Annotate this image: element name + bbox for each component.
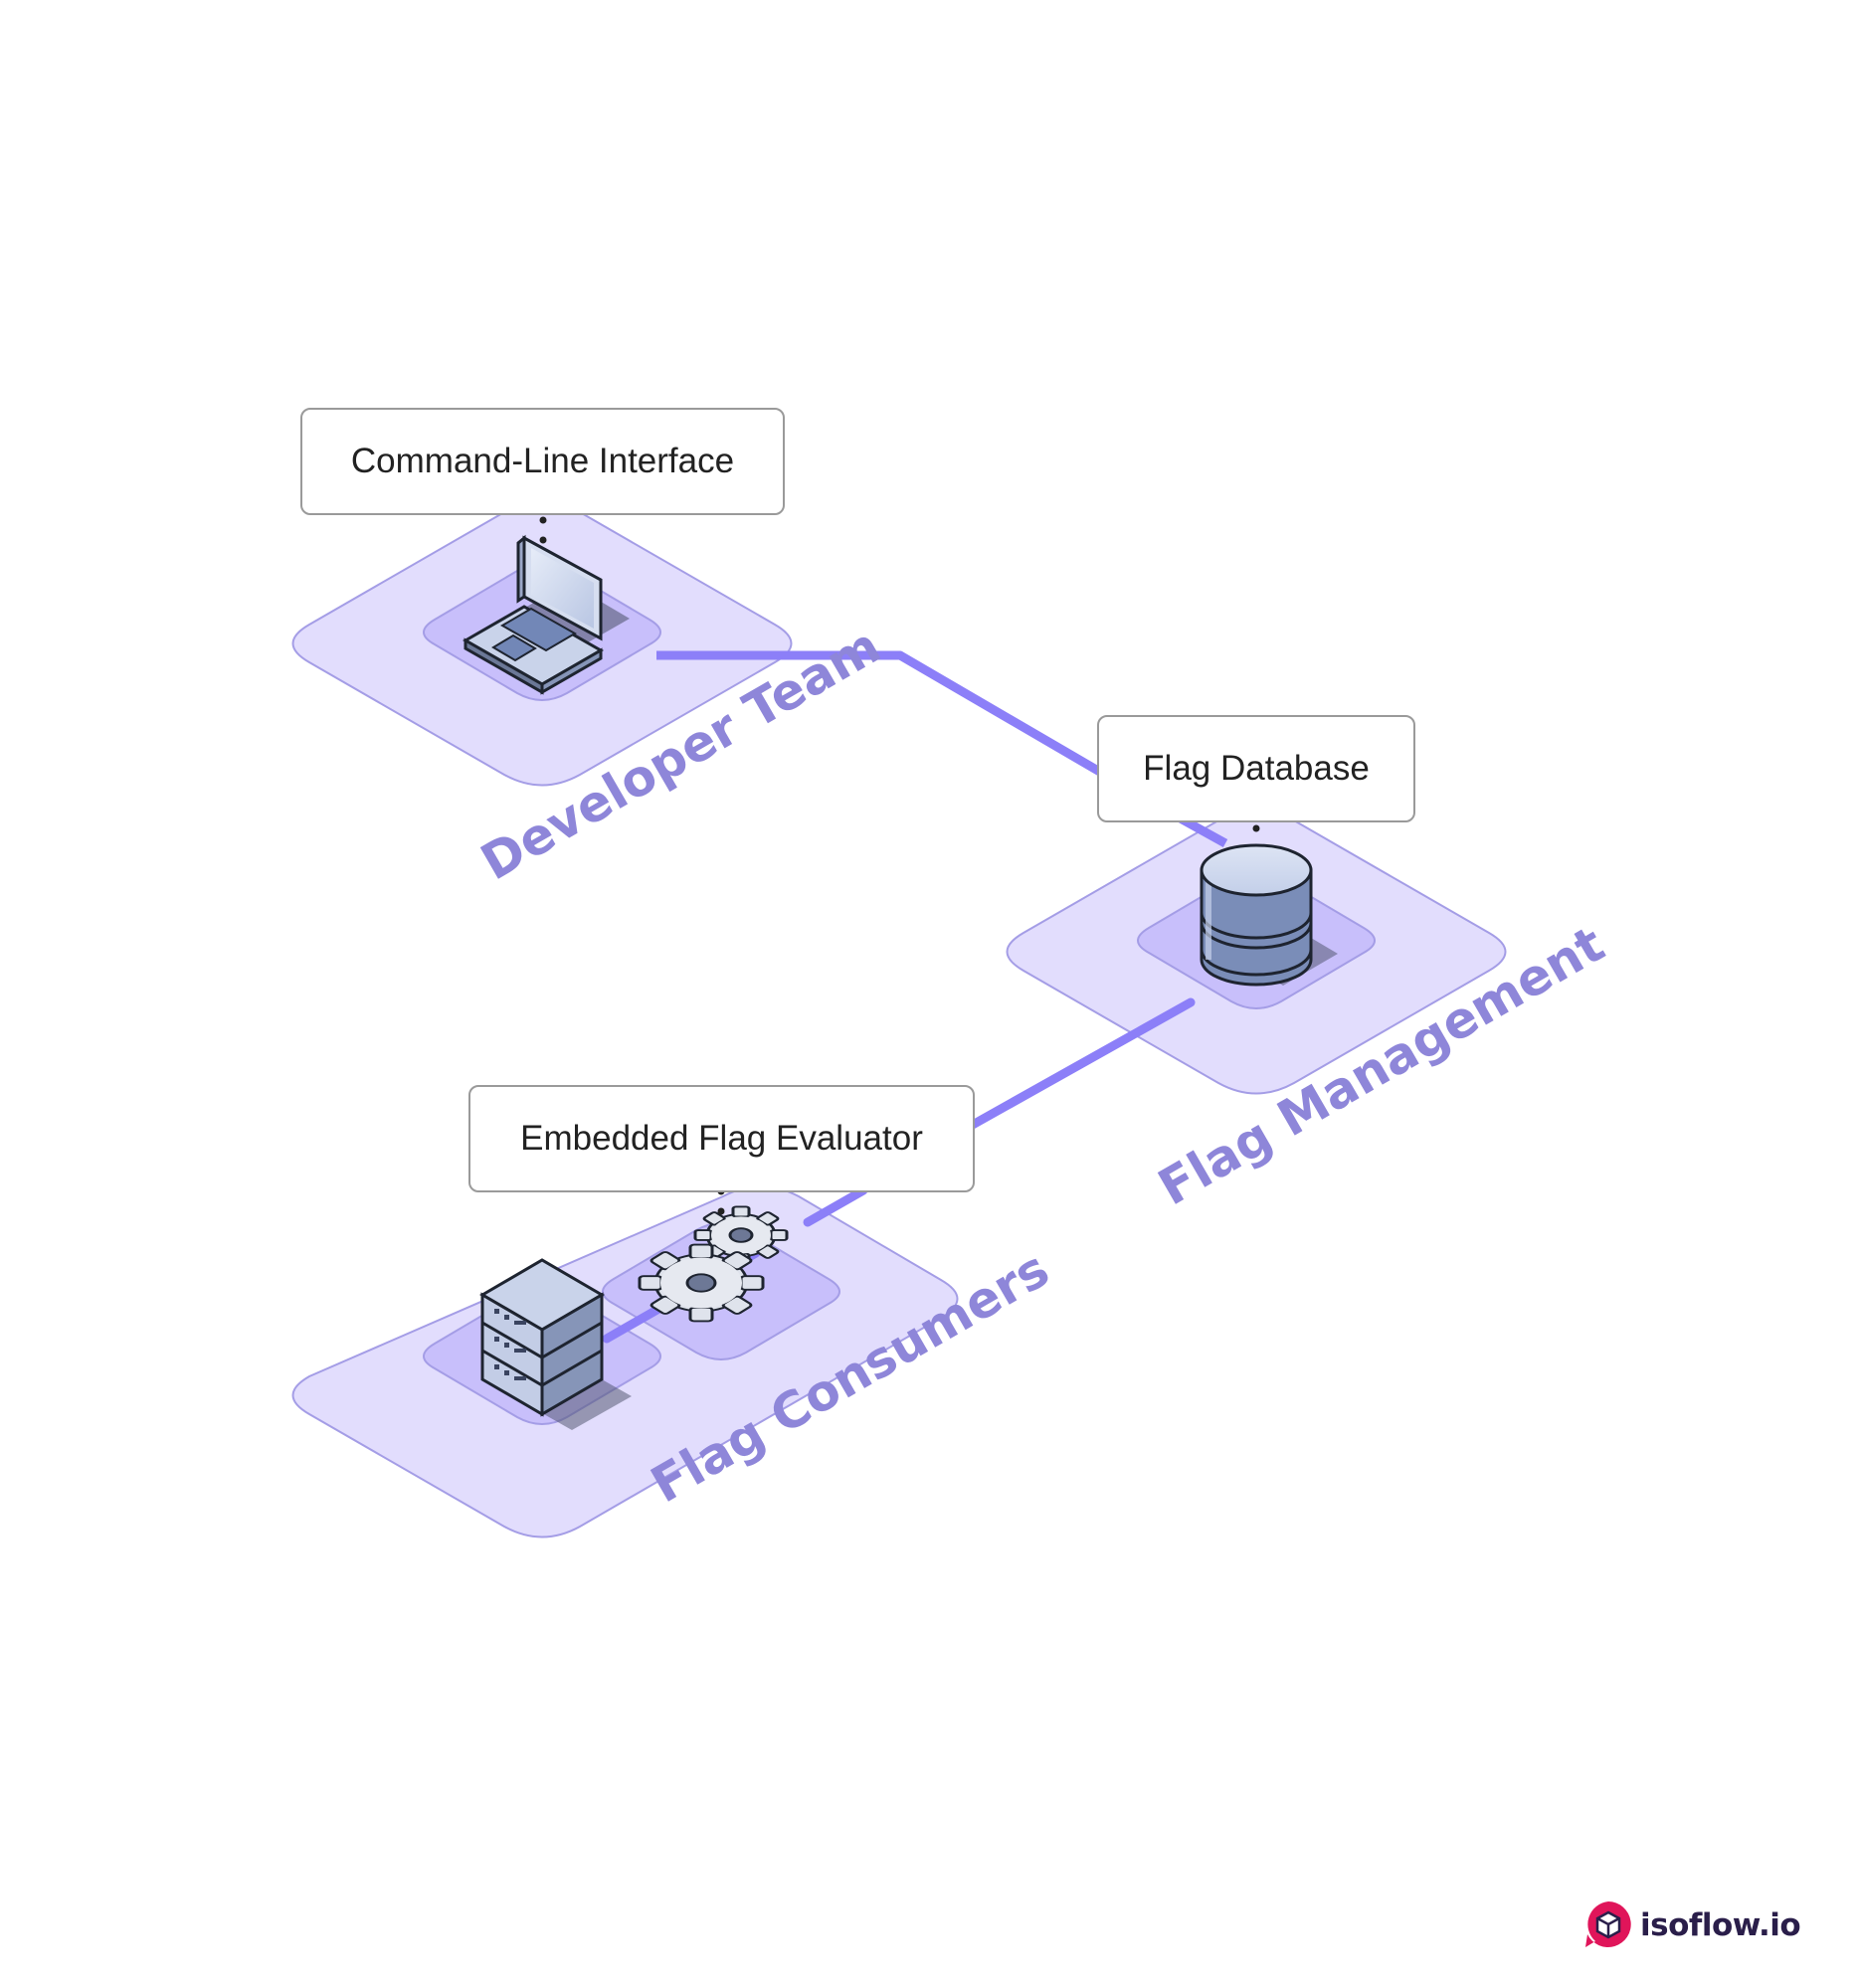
isoflow-brand[interactable]: isoflow.io: [1582, 1898, 1801, 1953]
server-icon[interactable]: [479, 1258, 632, 1430]
node-label-embedded-flag-evaluator[interactable]: Embedded Flag Evaluator: [468, 1085, 975, 1192]
isoflow-logo-icon: [1585, 1901, 1631, 1947]
node-label-command-line-interface[interactable]: Command-Line Interface: [300, 408, 785, 515]
connector-database-to-evaluator[interactable]: [966, 997, 1196, 1131]
node-label-text: Flag Database: [1143, 749, 1370, 788]
node-label-flag-database[interactable]: Flag Database: [1097, 715, 1415, 822]
gears-icon[interactable]: [638, 1187, 789, 1323]
node-label-text: Embedded Flag Evaluator: [520, 1119, 923, 1158]
laptop-icon[interactable]: [462, 516, 630, 695]
isoflow-brand-text: isoflow.io: [1640, 1907, 1801, 1943]
database-icon[interactable]: [1200, 824, 1338, 987]
node-label-text: Command-Line Interface: [350, 442, 735, 480]
